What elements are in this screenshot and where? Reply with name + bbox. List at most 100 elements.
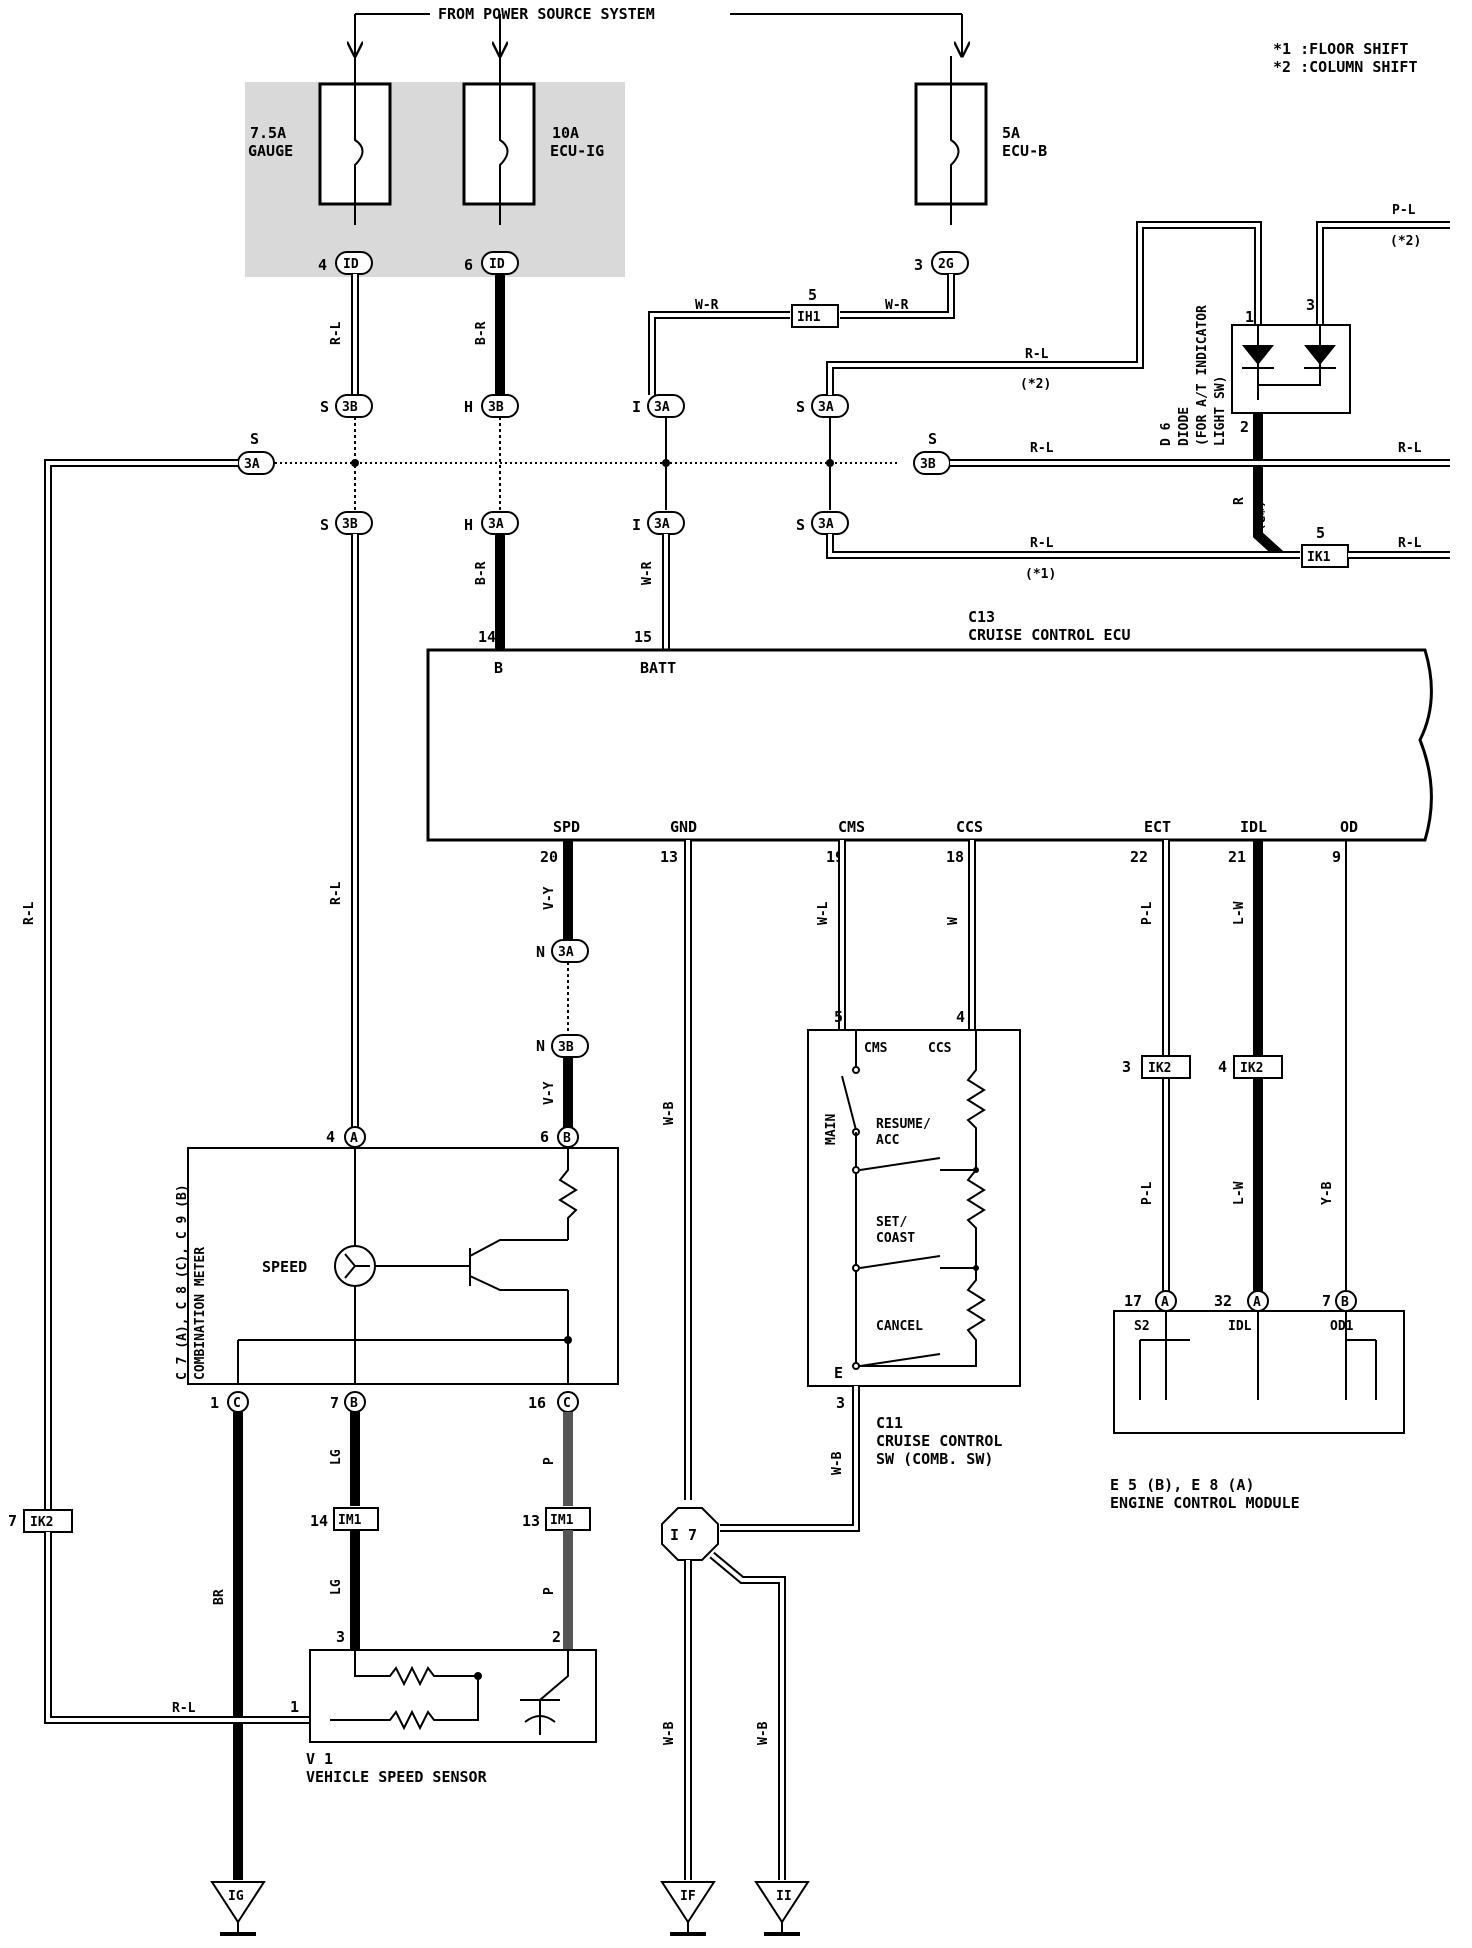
svg-text:BATT: BATT — [640, 659, 676, 677]
svg-text:IDL: IDL — [1240, 818, 1267, 836]
svg-text:21: 21 — [1228, 848, 1246, 866]
connector-id-2: 6 ID — [464, 251, 519, 275]
svg-text:R-L: R-L — [1025, 347, 1049, 362]
svg-text:15: 15 — [634, 628, 652, 646]
diode-name: DIODE — [1177, 407, 1192, 446]
svg-text:4: 4 — [318, 256, 327, 274]
svg-text:ACC: ACC — [876, 1133, 899, 1148]
svg-text:R-L: R-L — [329, 321, 344, 345]
sensor-code: V 1 — [306, 1750, 333, 1768]
svg-text:1: 1 — [210, 1394, 219, 1412]
svg-text:I: I — [632, 398, 641, 416]
svg-text:17: 17 — [1124, 1292, 1142, 1310]
wire-gauge-feed: R-L — [329, 274, 359, 395]
svg-text:R: R — [1232, 497, 1247, 505]
svg-text:B: B — [563, 1131, 571, 1146]
ground-ig: IG — [210, 1881, 266, 1936]
svg-text:(*2): (*2) — [1390, 234, 1421, 249]
switch-name1: CRUISE CONTROL — [876, 1432, 1002, 1450]
svg-text:W-B: W-B — [830, 1451, 845, 1475]
svg-text:B: B — [494, 659, 503, 677]
svg-text:IK1: IK1 — [1307, 550, 1331, 565]
svg-text:S: S — [796, 516, 805, 534]
svg-text:B: B — [350, 1396, 358, 1411]
svg-text:R-L: R-L — [22, 901, 37, 925]
svg-text:S: S — [250, 430, 259, 448]
svg-text:(*2): (*2) — [1020, 377, 1051, 392]
joint-i7: I 7 W-B W-B — [661, 1507, 786, 1880]
svg-text:L-W: L-W — [1232, 1181, 1247, 1205]
svg-text:3A: 3A — [654, 400, 670, 415]
svg-text:IK2: IK2 — [1148, 1061, 1171, 1076]
svg-text:Y-B: Y-B — [1320, 1181, 1335, 1205]
svg-text:ID: ID — [489, 257, 505, 272]
svg-text:W: W — [946, 917, 961, 925]
svg-text:S: S — [928, 430, 937, 448]
svg-text:SET/: SET/ — [876, 1215, 907, 1230]
svg-text:1: 1 — [1245, 308, 1254, 326]
svg-text:3B: 3B — [342, 400, 358, 415]
svg-text:7: 7 — [1322, 1292, 1331, 1310]
svg-text:13: 13 — [522, 1512, 540, 1530]
svg-text:V-Y: V-Y — [542, 886, 557, 910]
power-source-label: FROM POWER SOURCE SYSTEM — [438, 5, 655, 23]
svg-text:MAIN: MAIN — [824, 1114, 839, 1145]
fuse-ecu-ig-name: ECU-IG — [550, 142, 604, 160]
svg-text:H: H — [464, 398, 473, 416]
svg-text:L-W: L-W — [1232, 901, 1247, 925]
connector-3a-left: S 3A — [237, 430, 275, 475]
wire-switch-ground: W-B — [720, 1386, 860, 1532]
connector-3b-right: S 3B — [913, 430, 951, 475]
svg-text:B: B — [1341, 1295, 1349, 1310]
svg-text:13: 13 — [660, 848, 678, 866]
diode-d6: 1 3 2 D 6 DIODE (FOR A/T INDICATOR LIGHT… — [1159, 296, 1351, 446]
svg-text:3A: 3A — [558, 945, 574, 960]
svg-text:3B: 3B — [558, 1040, 574, 1055]
svg-text:IM1: IM1 — [550, 1513, 574, 1528]
wire-rl-left-long: R-L — [22, 459, 238, 1510]
svg-text:W-B: W-B — [662, 1101, 677, 1125]
svg-text:(*2): (*2) — [1251, 500, 1266, 531]
svg-text:A: A — [350, 1131, 358, 1146]
connector-3a-h2: H 3A — [464, 511, 519, 535]
wire-rl-column-shift: R-L (*2) — [826, 221, 1262, 395]
svg-text:R-L: R-L — [1030, 536, 1054, 551]
svg-text:R-L: R-L — [1398, 536, 1422, 551]
svg-text:R-L: R-L — [1398, 441, 1422, 456]
speed-label: SPEED — [262, 1258, 307, 1276]
connector-3b-s2: S 3B — [320, 511, 373, 535]
fuse-gauge-rating: 7.5A — [250, 124, 286, 142]
svg-text:IG: IG — [228, 1889, 244, 1904]
ground-if: IF — [660, 1881, 716, 1936]
svg-text:ID: ID — [343, 257, 359, 272]
svg-text:3A: 3A — [654, 517, 670, 532]
sensor-name: VEHICLE SPEED SENSOR — [306, 1768, 488, 1786]
svg-text:IH1: IH1 — [797, 310, 821, 325]
svg-text:4: 4 — [956, 1008, 965, 1026]
svg-text:4: 4 — [1218, 1058, 1227, 1076]
svg-text:3: 3 — [836, 1394, 845, 1412]
ecu-code: C13 — [968, 608, 995, 626]
vehicle-speed-sensor: V 1 VEHICLE SPEED SENSOR — [306, 1649, 597, 1786]
svg-text:3A: 3A — [244, 457, 260, 472]
wire-rl-right-out: R-L R-L — [950, 441, 1450, 467]
svg-text:1: 1 — [290, 1698, 299, 1716]
svg-text:R-L: R-L — [1030, 441, 1054, 456]
wire-ecu-batt: W-R — [640, 534, 670, 650]
svg-text:2G: 2G — [938, 257, 954, 272]
svg-text:W-B: W-B — [756, 1721, 771, 1745]
wire-rl-to-meter: R-L — [329, 534, 359, 1130]
svg-text:IM1: IM1 — [338, 1513, 362, 1528]
wire-ecu-b: B-R — [474, 534, 505, 650]
svg-text:C: C — [233, 1396, 241, 1411]
fuse-ecu-ig-rating: 10A — [552, 124, 579, 142]
svg-text:5: 5 — [808, 286, 817, 304]
svg-text:R-L: R-L — [172, 1701, 196, 1716]
fuse-area-shade — [245, 82, 625, 277]
junction-row — [260, 417, 900, 510]
wire-spd: V-Y N 3A N 3B V-Y — [536, 840, 589, 1130]
svg-text:6: 6 — [464, 256, 473, 274]
wire-p: P 13 IM1 P 2 — [522, 1412, 591, 1650]
ecm-name: ENGINE CONTROL MODULE — [1110, 1494, 1300, 1512]
